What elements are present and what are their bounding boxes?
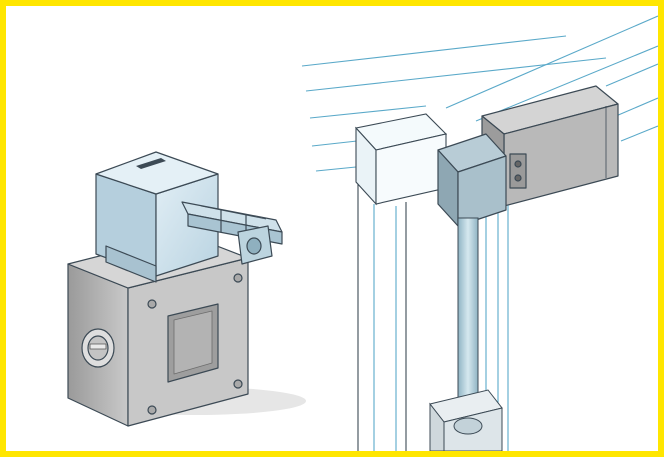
- key-lock-icon: [81, 328, 115, 368]
- interlock-switch: [67, 151, 306, 427]
- actuator-arm: [181, 201, 283, 265]
- door-frame-assembly: [301, 15, 658, 451]
- actuator-rod: [429, 217, 503, 451]
- technical-illustration: [67, 15, 658, 451]
- mounted-switch: [437, 85, 619, 227]
